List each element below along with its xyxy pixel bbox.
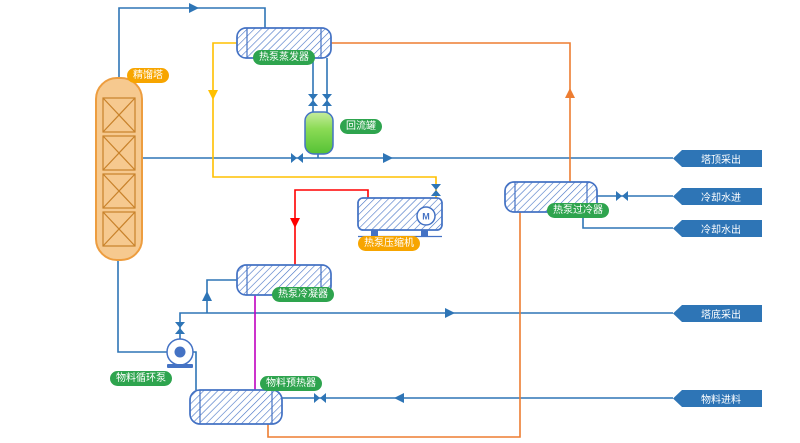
flow-arrow-left [394,393,404,403]
flow-arrow-right [445,308,455,318]
pipe-compressor-discharge [294,189,369,265]
pipe-preheater-to-subcooler [267,212,521,438]
compressor-leg [371,230,378,236]
flow-arrow-right [383,153,393,163]
distillation-column [95,77,143,261]
column-packing [102,97,136,247]
pipe-subcooler-to-evaporator [331,42,571,182]
compressor-leg [421,230,428,236]
flow-arrow-up [202,291,212,301]
label-compressor: 热泵压缩机 [358,236,420,251]
flow-arrows [189,3,575,403]
preheater-tubes [189,389,283,425]
label-subcooler: 热泵过冷器 [547,203,609,218]
stream-tag-top-product: 塔顶采出 [673,150,762,167]
valve-icon [314,393,326,403]
pipe-branch-to-condenser [206,279,237,313]
stream-tag-bottom-product: 塔底采出 [673,305,762,322]
stream-tag-cooling-water-in: 冷却水进 [673,188,762,205]
flow-arrow-right [189,3,199,13]
reflux-drum-body [304,111,334,155]
valve-icon [322,94,332,106]
label-column: 精馏塔 [127,68,169,83]
pump-impeller [174,346,186,358]
valve-icon [431,184,441,196]
label-condenser: 热泵冷凝器 [272,287,334,302]
valve-icon [175,322,185,334]
compressor-motor-label: M [422,212,430,222]
valves [175,94,628,403]
pipe-pump-discharge-bottom-product [179,312,673,339]
pipe-column-bottoms [117,258,168,353]
label-pump: 物料循环泵 [110,371,172,386]
stream-tag-feed: 物料进料 [673,390,762,407]
heat-pump-compressor: M [357,197,443,238]
label-evaporator: 热泵蒸发器 [253,50,315,65]
stream-tag-cooling-water-out: 冷却水出 [673,220,762,237]
material-preheater [189,389,283,425]
flow-arrow-up [565,88,575,98]
label-preheater: 物料预热器 [260,376,322,391]
valve-icon [291,153,303,163]
material-circulation-pump [166,338,194,368]
flow-arrow-down [290,218,300,228]
valve-icon [308,94,318,106]
valve-icon [616,191,628,201]
flow-arrow-down [208,90,218,100]
reflux-drum [304,111,334,155]
compressor-motor-icon [416,206,436,226]
label-reflux-drum: 回流罐 [340,119,382,134]
pipe-preheater-to-pump [193,351,197,390]
pump-base [167,364,193,368]
column-body [95,77,143,261]
